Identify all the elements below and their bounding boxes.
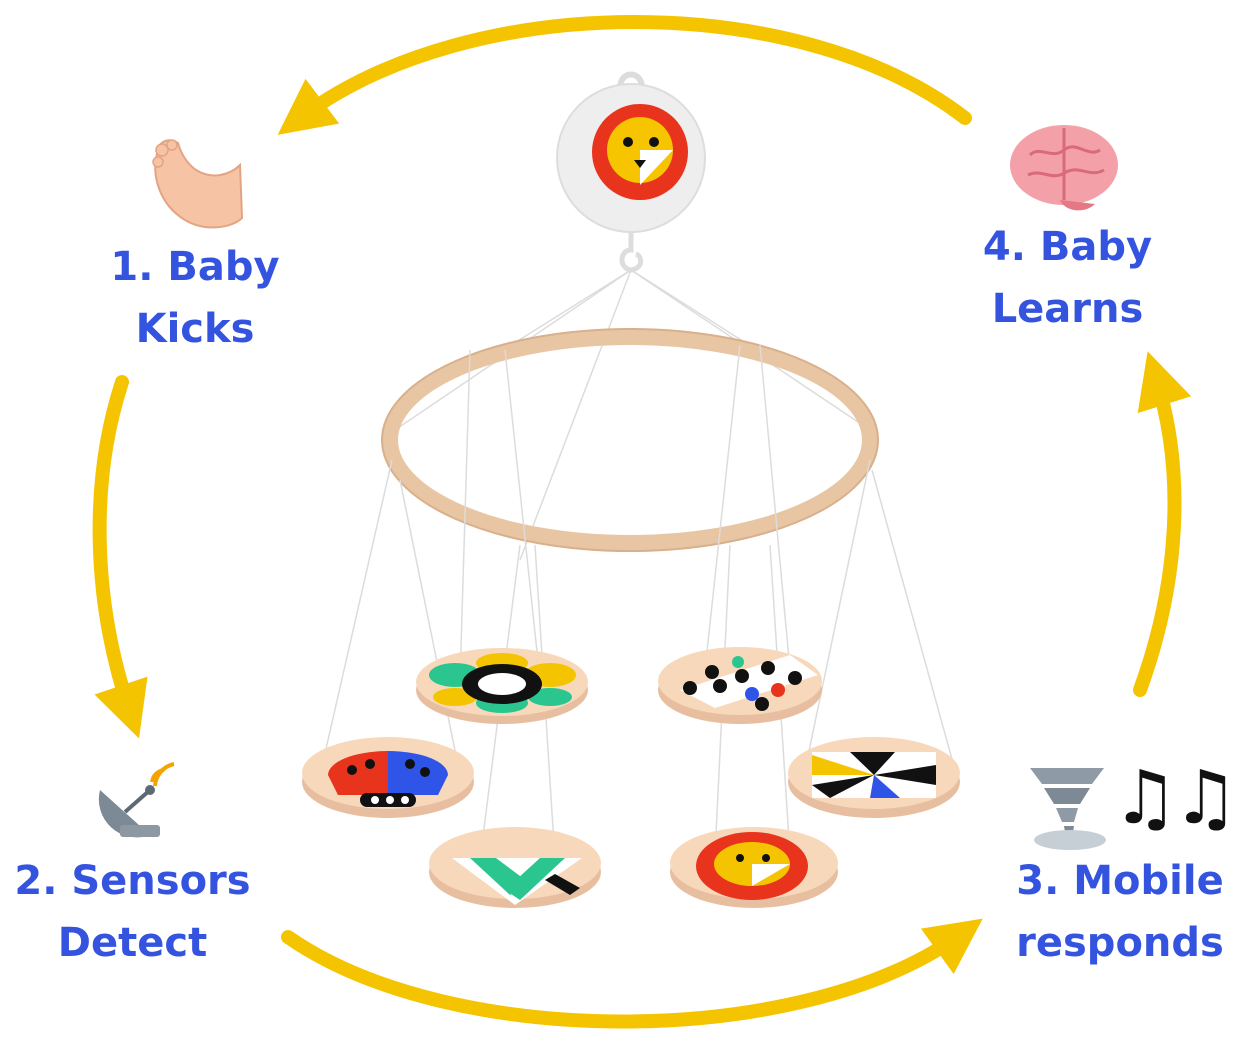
- step-kick-line2: Kicks: [135, 306, 255, 352]
- step-sense-line2: Detect: [57, 920, 208, 966]
- step-label-respond: 3. Mobile responds: [1010, 850, 1230, 974]
- tornado-icon: [1030, 768, 1106, 850]
- disc-pinwheel: [788, 737, 960, 818]
- step-respond-line1: 3. Mobile: [1016, 858, 1224, 904]
- satellite-dish-icon: [98, 762, 175, 838]
- step-label-learn: 4. Baby Learns: [975, 216, 1160, 340]
- step-sense-line1: 2. Sensors: [14, 858, 251, 904]
- disc-flower: [416, 648, 588, 724]
- wooden-ring: [382, 329, 878, 551]
- arrow-respond-to-learn: [1133, 351, 1192, 697]
- step-label-kick: 1. Baby Kicks: [110, 236, 280, 360]
- brain-icon: [1010, 125, 1118, 211]
- arrow-learn-to-kick: [277, 15, 972, 135]
- arrow-sense-to-respond: [281, 918, 983, 1029]
- step-learn-line1: 4. Baby: [982, 224, 1153, 270]
- step-label-sense: 2. Sensors Detect: [10, 850, 255, 974]
- disc-stripes: [429, 827, 601, 908]
- lion-emblem: [592, 104, 688, 200]
- disc-ladybug: [302, 737, 474, 818]
- step-learn-line2: Learns: [991, 286, 1144, 332]
- music-notes-icon: ♫♫: [1112, 755, 1239, 841]
- arrow-kick-to-sense: [92, 375, 148, 739]
- foot-icon: [152, 139, 244, 229]
- step-respond-line2: responds: [1016, 920, 1224, 966]
- disc-dots: [658, 647, 822, 724]
- disc-lion: [670, 827, 838, 908]
- step-kick-line1: 1. Baby: [110, 244, 280, 290]
